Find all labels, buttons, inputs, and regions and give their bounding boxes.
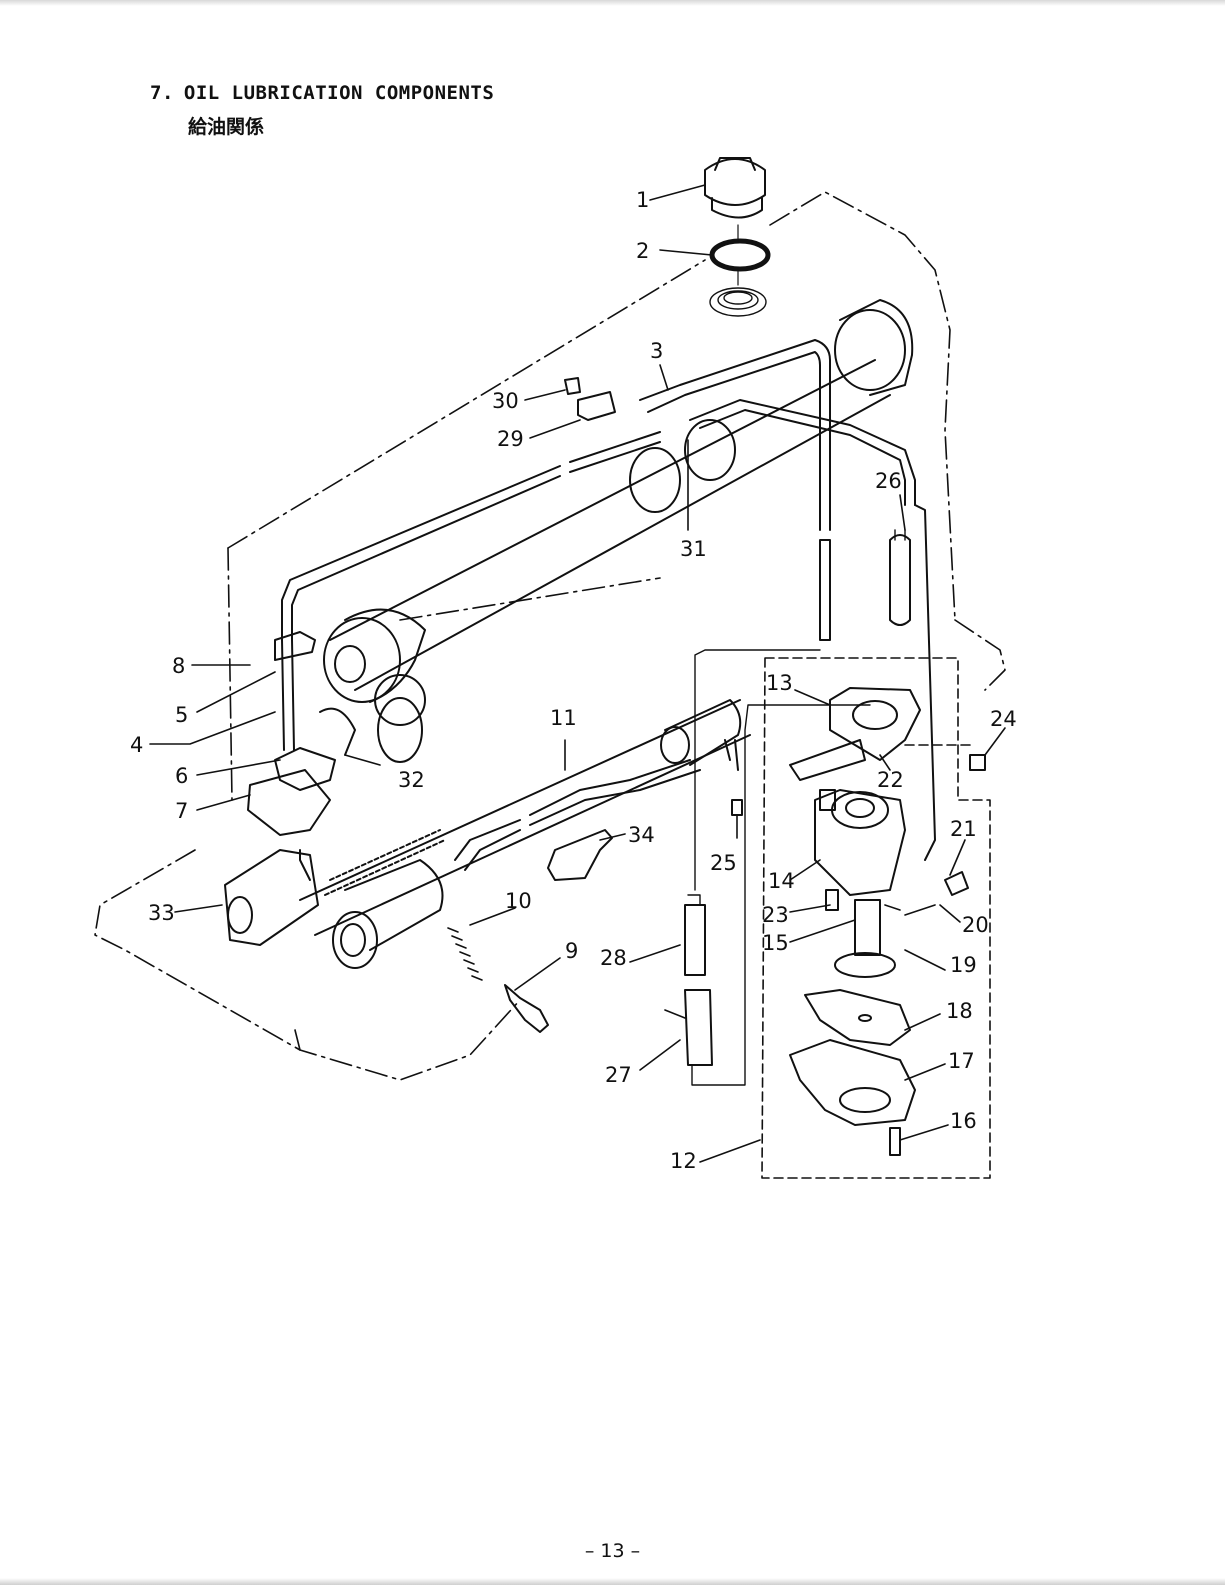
- filler-threads: [710, 288, 766, 316]
- callout-14: 14: [768, 869, 795, 893]
- callout-labels: 1 2 3 4 5 6 7 8 9 10 11 12 13 14 15 16 1…: [130, 188, 1017, 1173]
- callout-18: 18: [946, 999, 973, 1023]
- pump-suction-line: [692, 705, 870, 1085]
- oil-sleeve-lower: [685, 990, 712, 1065]
- callout-13: 13: [766, 671, 793, 695]
- oil-pipe-return: [282, 432, 660, 750]
- callout-33: 33: [148, 901, 175, 925]
- pipe-bracket: [578, 392, 615, 420]
- callout-15: 15: [762, 931, 789, 955]
- callout-2: 2: [636, 239, 649, 263]
- adjust-spring: [448, 928, 482, 980]
- felt-holder: [248, 770, 330, 835]
- oil-pipe-main: [640, 340, 915, 640]
- callout-20: 20: [962, 913, 989, 937]
- machine-body-outline: [95, 192, 1005, 1080]
- adjust-screw: [505, 985, 548, 1032]
- callout-8: 8: [172, 654, 185, 678]
- oil-guard-plate: [548, 830, 612, 880]
- callout-28: 28: [600, 946, 627, 970]
- callout-30: 30: [492, 389, 519, 413]
- upper-main-shaft: [324, 300, 912, 762]
- callout-11: 11: [550, 706, 577, 730]
- scan-edge-bottom: [0, 1578, 1225, 1585]
- callout-7: 7: [175, 799, 188, 823]
- wick-spring: [320, 709, 355, 755]
- callout-23: 23: [762, 903, 789, 927]
- callout-4: 4: [130, 733, 143, 757]
- oil-sleeve-upper: [685, 905, 705, 975]
- callout-34: 34: [628, 823, 655, 847]
- callout-29: 29: [497, 427, 524, 451]
- callout-10: 10: [505, 889, 532, 913]
- callout-6: 6: [175, 764, 188, 788]
- callout-3: 3: [650, 339, 663, 363]
- callout-22: 22: [877, 768, 904, 792]
- callout-17: 17: [948, 1049, 975, 1073]
- callout-31: 31: [680, 537, 707, 561]
- pump-feed-pipe: [915, 505, 935, 860]
- oil-cap: [705, 158, 765, 218]
- felt-pad: [275, 748, 335, 790]
- callout-16: 16: [950, 1109, 977, 1133]
- callout-19: 19: [950, 953, 977, 977]
- callout-12: 12: [670, 1149, 697, 1173]
- callout-27: 27: [605, 1063, 632, 1087]
- callout-5: 5: [175, 703, 188, 727]
- oil-wick-tube: [890, 535, 910, 625]
- page-number: – 13 –: [0, 1540, 1225, 1562]
- callout-24: 24: [990, 707, 1017, 731]
- callout-9: 9: [565, 939, 578, 963]
- callout-25: 25: [710, 851, 737, 875]
- callout-1: 1: [636, 188, 649, 212]
- bracket-screw: [565, 378, 580, 394]
- callout-32: 32: [398, 768, 425, 792]
- callout-21: 21: [950, 817, 977, 841]
- gasket-ring: [712, 241, 768, 269]
- lower-shaft: [300, 700, 750, 968]
- callout-26: 26: [875, 469, 902, 493]
- leader-lines: [150, 185, 1005, 1162]
